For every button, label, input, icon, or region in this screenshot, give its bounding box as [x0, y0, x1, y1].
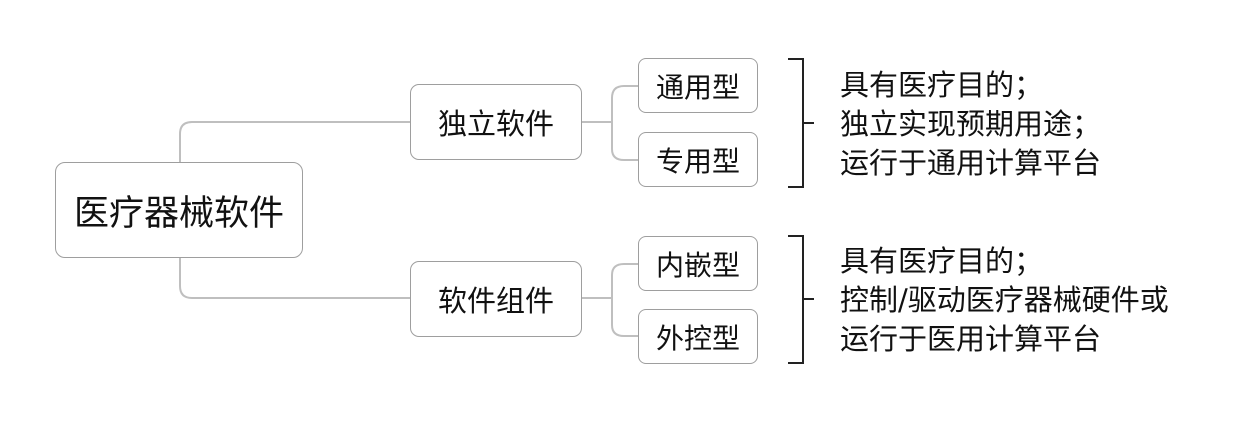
standalone-description-line-2: 独立实现预期用途； — [840, 107, 1102, 141]
component-description-line-3: 运行于医用计算平台 — [840, 322, 1102, 356]
external-control-type-node: 外控型 — [638, 309, 758, 364]
root-to-standalone-software-connector — [179, 121, 410, 162]
software-component-bracket — [788, 235, 814, 364]
software-component-node: 软件组件 — [410, 261, 582, 337]
embedded-type-label: 内嵌型 — [655, 248, 740, 282]
component-description-line-2: 控制/驱动医疗器械硬件或 — [840, 283, 1169, 317]
root-to-software-component-connector — [179, 258, 410, 299]
standalone-to-special-type-connector — [611, 122, 638, 161]
standalone-software-bracket — [788, 58, 814, 188]
standalone-to-general-type-connector — [582, 85, 638, 123]
standalone-software-label: 独立软件 — [437, 107, 554, 141]
root-node: 医疗器械软件 — [55, 162, 303, 258]
component-description-line-1: 具有医疗目的； — [840, 244, 1044, 278]
embedded-type-node: 内嵌型 — [638, 236, 758, 291]
software-component-label: 软件组件 — [437, 284, 554, 318]
standalone-software-node: 独立软件 — [410, 84, 582, 160]
root-node-label: 医疗器械软件 — [73, 193, 284, 234]
general-type-node: 通用型 — [638, 58, 758, 113]
standalone-description-line-3: 运行于通用计算平台 — [840, 146, 1102, 180]
standalone-description-line-1: 具有医疗目的； — [840, 68, 1044, 102]
component-to-external-control-type-connector — [611, 298, 638, 337]
special-type-label: 专用型 — [655, 144, 740, 178]
software-component-description: 具有医疗目的； 控制/驱动医疗器械硬件或 运行于医用计算平台 — [840, 242, 1169, 359]
standalone-software-description: 具有医疗目的； 独立实现预期用途； 运行于通用计算平台 — [840, 66, 1101, 183]
general-type-label: 通用型 — [655, 70, 740, 104]
component-to-embedded-type-connector — [582, 263, 638, 299]
special-type-node: 专用型 — [638, 132, 758, 187]
external-control-type-label: 外控型 — [655, 321, 740, 355]
